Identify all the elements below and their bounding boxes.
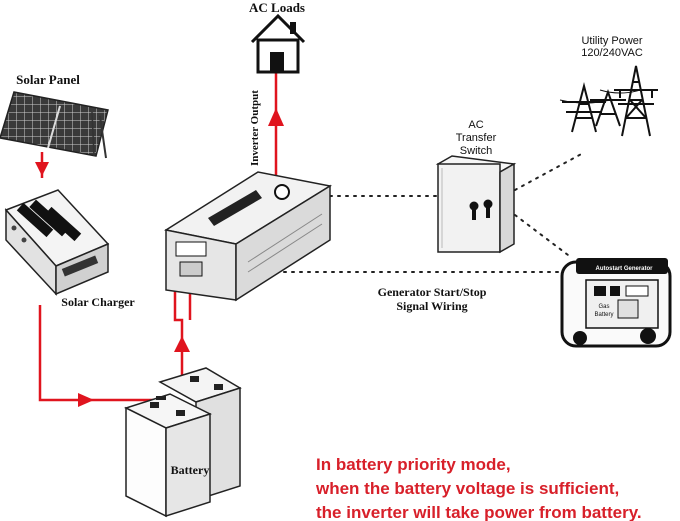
generator-gas-label: Gas: [598, 304, 609, 310]
charger-to-battery-wire: [38, 305, 100, 402]
ac-loads-house-icon: [250, 13, 306, 74]
caption-line-2: when the battery voltage is sufficient,: [315, 479, 619, 498]
ac-loads-label: AC Loads: [249, 0, 305, 15]
caption-line-3: the inverter will take power from batter…: [316, 503, 642, 521]
generator-battery-label: Battery: [594, 312, 613, 318]
arrow-up-inverter: [174, 336, 190, 352]
generator-wiring-label-2: Signal Wiring: [396, 299, 467, 313]
battery-label: Battery: [171, 463, 210, 477]
transfer-switch-label-3: Switch: [460, 145, 492, 157]
arrow-right-battery: [78, 393, 94, 407]
transfer-switch-label-1: AC: [468, 119, 483, 131]
solar-panel-icon: [0, 91, 109, 159]
arrow-down-charger: [35, 162, 49, 176]
generator-wiring-label-1: Generator Start/Stop: [378, 285, 487, 299]
arrow-up-loads: [268, 108, 284, 126]
inverter-icon: [164, 171, 333, 302]
transfer-switch-label-2: Transfer: [456, 132, 497, 144]
solar-charger-icon: [4, 189, 110, 296]
generator-icon: [560, 258, 672, 348]
generator-panel-label: Autostart Generator: [595, 266, 653, 272]
inverter-output-label: Inverter Output: [249, 90, 261, 166]
caption-line-1: In battery priority mode,: [316, 455, 511, 474]
transfer-switch-icon: [435, 155, 517, 254]
solar-panel-label: Solar Panel: [16, 72, 80, 87]
dotted-lines: [259, 151, 586, 273]
switch-to-utility-line: [514, 151, 586, 191]
solar-charger-label: Solar Charger: [61, 295, 135, 309]
red-arrows: [35, 108, 284, 407]
utility-power-label-1: Utility Power: [581, 35, 642, 47]
switch-to-generator-line: [514, 214, 573, 259]
utility-power-label-2: 120/240VAC: [581, 47, 643, 59]
battery-icon: [124, 367, 242, 518]
utility-tower-icon: [559, 65, 658, 137]
